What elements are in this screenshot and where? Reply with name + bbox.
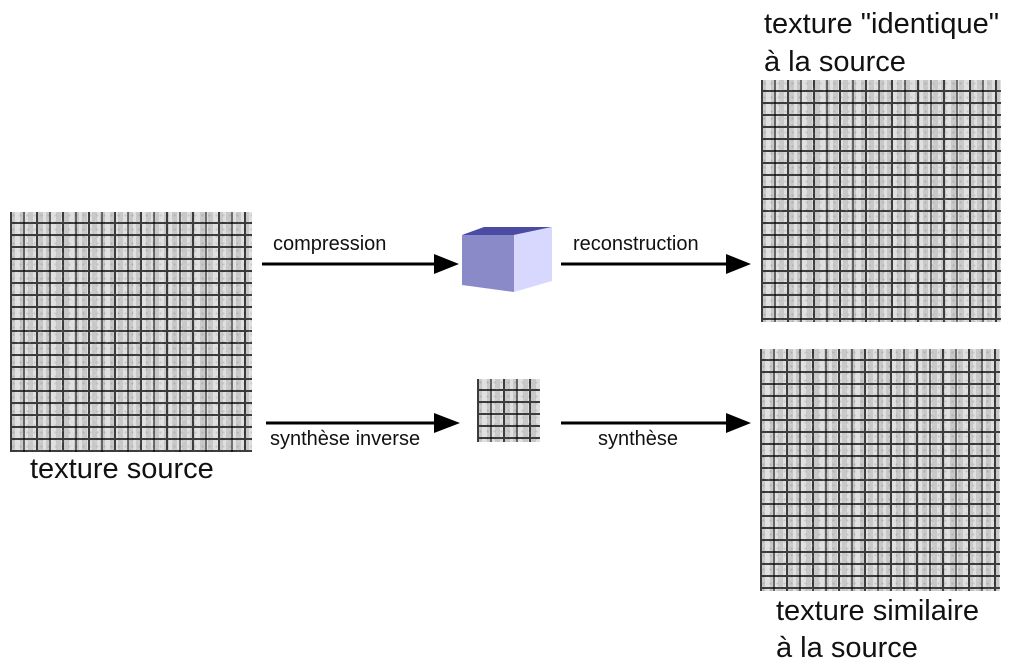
- texture-identique-label-line-1: texture "identique": [764, 8, 1000, 40]
- reconstruction-label: reconstruction: [573, 233, 699, 255]
- source-texture-image: [10, 212, 252, 452]
- compression-cube-icon: [462, 227, 552, 292]
- texture-similaire-label-line-2: à la source: [776, 632, 918, 664]
- synthese-inverse-label: synthèse inverse: [270, 428, 421, 450]
- source-texture-noise: [10, 212, 252, 452]
- cube-side-face: [514, 227, 552, 292]
- small-texture-image: [477, 379, 540, 442]
- similar-texture-noise: [760, 349, 1000, 591]
- arrow-compression: [262, 254, 459, 274]
- texture-similaire-label-line-1: texture similaire: [776, 595, 980, 627]
- identical-texture-image: [761, 80, 1001, 322]
- synthese-label: synthèse: [598, 428, 679, 450]
- cube-front-face: [462, 235, 514, 292]
- texture-identique-label-line-2: à la source: [764, 46, 906, 78]
- arrow-synthese: [561, 413, 751, 433]
- cube-top-face: [462, 227, 552, 235]
- identical-texture-noise: [761, 80, 1001, 322]
- arrow-synthese-inverse: [266, 413, 460, 433]
- small-texture-noise: [477, 379, 540, 442]
- arrow-reconstruction: [561, 254, 751, 274]
- similar-texture-image: [760, 349, 1000, 591]
- texture-source-label: texture source: [30, 453, 214, 485]
- compression-label: compression: [273, 233, 387, 255]
